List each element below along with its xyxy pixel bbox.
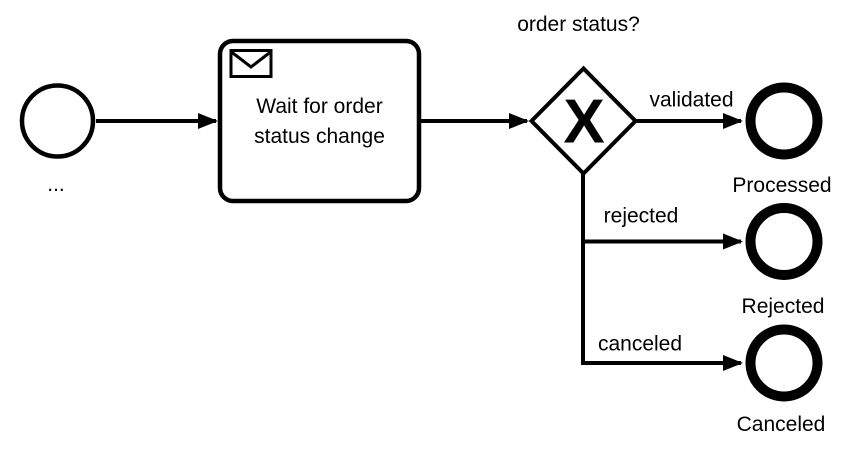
- flow-label-validated: validated: [649, 89, 733, 112]
- flow-label-canceled: canceled: [598, 333, 682, 356]
- end-event-rejected-label: Rejected: [742, 295, 825, 318]
- exclusive-gateway: X order status?: [517, 13, 640, 177]
- envelope-flap: [230, 50, 272, 69]
- end-event-rejected-circle: [745, 203, 823, 280]
- receive-task-label-line2: status change: [254, 125, 385, 148]
- gateway-question-label: order status?: [517, 13, 640, 36]
- start-event: ...: [19, 83, 96, 196]
- envelope-body: [229, 49, 273, 78]
- end-event-processed-label: Processed: [732, 174, 831, 197]
- flow-label-rejected: rejected: [604, 205, 679, 228]
- gateway-x-marker: X: [563, 88, 604, 157]
- start-event-label: ...: [47, 173, 65, 196]
- message-envelope-icon: [229, 49, 273, 78]
- receive-task: Wait for order status change: [217, 38, 422, 204]
- receive-task-label-line1: Wait for order: [256, 95, 382, 118]
- end-event-canceled: Canceled: [737, 324, 826, 436]
- end-event-canceled-label: Canceled: [737, 413, 826, 436]
- end-event-rejected: Rejected: [742, 203, 825, 318]
- start-event-circle: [19, 83, 96, 159]
- end-event-processed-circle: [745, 82, 823, 160]
- end-event-processed: Processed: [732, 82, 832, 197]
- end-event-canceled-circle: [745, 324, 823, 402]
